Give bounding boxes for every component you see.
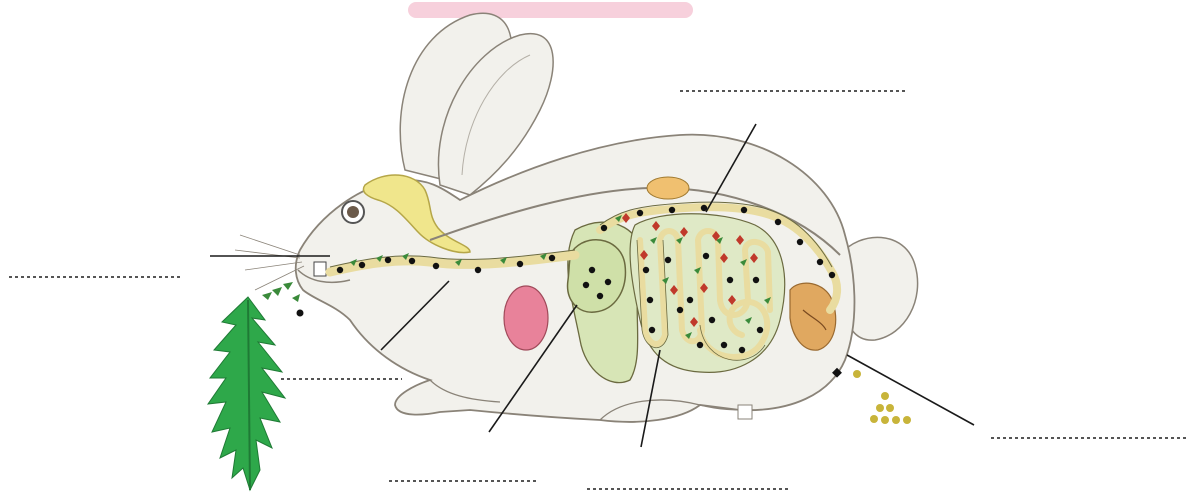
whiskers [235,235,304,290]
eye-pupil [347,206,359,218]
food-dot [697,342,703,348]
top-pink-blob [408,2,693,18]
food-dot [433,263,439,269]
food-dot [753,277,759,283]
food-dot [709,317,715,323]
rabbit-body [235,13,918,422]
hind-foot-mark [738,405,752,419]
food-dot [741,207,747,213]
food-dot [677,307,683,313]
food-dot [601,225,607,231]
food-dot [517,261,523,267]
food-dot [337,267,343,273]
bladder-top [647,177,689,199]
faeces [832,368,911,424]
food-dot [687,297,693,303]
food-dot [475,267,481,273]
food-dot [605,279,611,285]
food-dot [721,342,727,348]
kidney [504,286,548,350]
leader-right [847,355,974,425]
food-dot [817,259,823,265]
food-dot [775,219,781,225]
food-dot [549,255,555,261]
food-dot [727,277,733,283]
food-dot [797,239,803,245]
food-dot [757,327,763,333]
food-dot [589,267,595,273]
food-dot [829,272,835,278]
food-dot [409,258,415,264]
food-dot [583,282,589,288]
food-dot [637,210,643,216]
food-dot [647,297,653,303]
food-dot [669,207,675,213]
food-dot [597,293,603,299]
food-dot [739,347,745,353]
food-dot [649,327,655,333]
food-dot [359,262,365,268]
food-dot [385,257,391,263]
leaf-blade [208,297,285,490]
incisor [314,262,326,276]
dandelion-leaf [208,282,304,490]
food-dot [665,257,671,263]
food-dot [703,253,709,259]
food-dot [643,267,649,273]
